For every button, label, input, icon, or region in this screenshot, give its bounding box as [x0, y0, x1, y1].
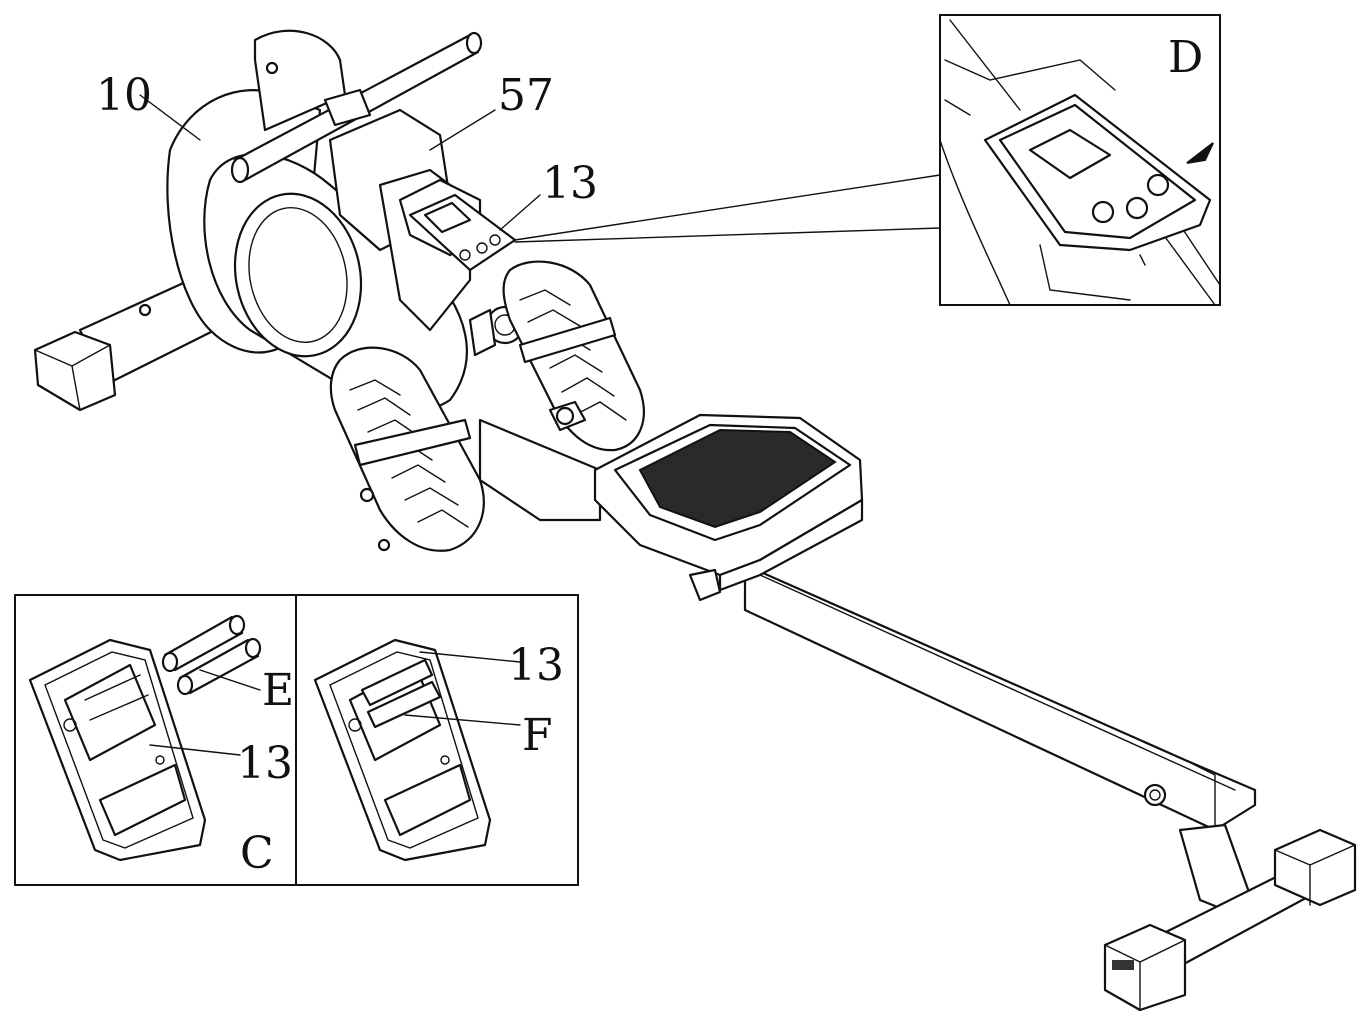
- detail-cf-panel: [14, 594, 579, 886]
- label-part-13-f: 13: [508, 640, 564, 691]
- front-stabilizer: [33, 278, 217, 412]
- label-detail-c: C: [240, 828, 274, 879]
- seat-carriage: [478, 413, 864, 602]
- label-part-13-main: 13: [542, 158, 598, 209]
- rear-stabilizer: [1103, 823, 1357, 1012]
- arrow-icon: [1186, 142, 1214, 164]
- label-part-e: E: [262, 665, 294, 716]
- console-back-c: [28, 638, 207, 862]
- label-part-f: F: [522, 710, 553, 761]
- detail-d-panel: [939, 14, 1221, 306]
- console-tower: [328, 108, 525, 357]
- console-back-f: [313, 638, 492, 862]
- batteries-e: [161, 614, 262, 696]
- foot-pedals: [329, 260, 645, 552]
- seat-tread-pad: [638, 428, 837, 529]
- label-part-10: 10: [96, 70, 152, 121]
- rear-end-cap-logo: [1112, 960, 1134, 970]
- labels: 10 57 13 D E 13 C 13 F: [96, 32, 1203, 879]
- label-part-13-c: 13: [237, 738, 293, 789]
- callout-lines: [139, 94, 941, 243]
- label-part-57: 57: [498, 70, 554, 121]
- main-rail: [743, 563, 1257, 832]
- label-detail-d: D: [1168, 32, 1203, 83]
- handlebar: [230, 31, 483, 184]
